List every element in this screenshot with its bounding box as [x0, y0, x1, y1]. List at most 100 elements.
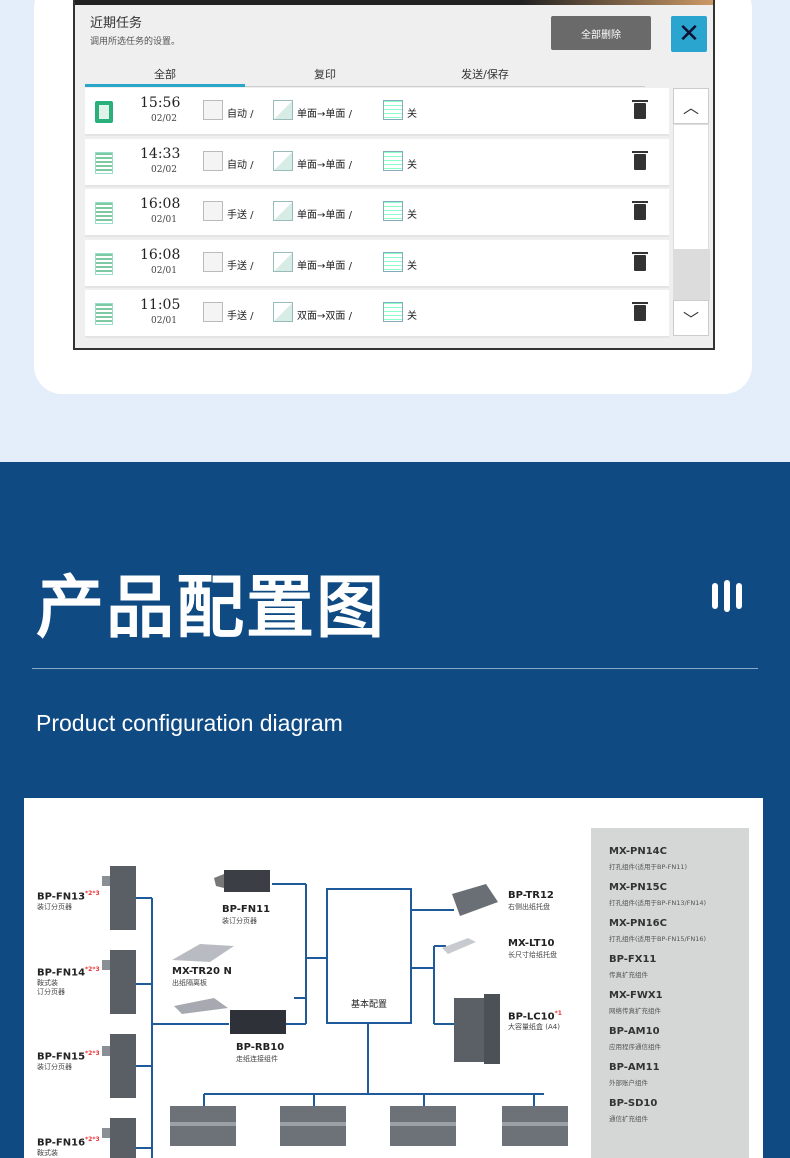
option-name: MX-PN14C	[609, 846, 667, 857]
label-bp-rb10: BP-RB10	[236, 1042, 285, 1053]
section-divider	[32, 668, 758, 669]
options-panel: MX-PN14C 打孔组件(适用于BP-FN11) MX-PN15C 打孔组件(…	[591, 828, 749, 1158]
delete-all-button[interactable]: 全部删除	[551, 16, 651, 50]
sort-icon	[383, 251, 403, 272]
trash-icon[interactable]	[632, 302, 648, 321]
option-desc: 打孔组件(适用于BP-FN15/FN16)	[609, 935, 707, 943]
job-type-copy-icon	[95, 303, 113, 325]
scroll-track[interactable]	[673, 124, 710, 301]
job-duplex-text: 单面→单面 /	[297, 210, 352, 221]
job-feed-text: 手送 /	[227, 311, 254, 322]
label-bp-fn13: BP-FN13*2*3	[37, 890, 100, 903]
sort-icon	[383, 302, 403, 322]
close-icon: ✕	[678, 19, 700, 49]
trash-icon[interactable]	[632, 251, 648, 271]
desc-bp-fn14: 鞍式装	[37, 979, 58, 987]
sort-icon	[383, 201, 403, 221]
desc-mx-lt10: 长尺寸给纸托盘	[508, 951, 557, 959]
job-sort-text: 关	[407, 260, 417, 272]
job-type-active-icon	[95, 101, 113, 123]
label-mx-tr20n: MX-TR20 N	[172, 966, 232, 977]
job-row[interactable]: 15:56 02/02 自动 / 单面→单面 / 关	[85, 88, 669, 136]
scrollbar[interactable]: ︿ ﹀	[673, 88, 710, 336]
label-bp-fn15: BP-FN15*2*3	[37, 1050, 100, 1063]
duplex-icon	[273, 201, 293, 221]
label-bp-fn11: BP-FN11	[222, 904, 271, 915]
tab-divider	[85, 86, 645, 87]
job-time: 16:08	[140, 196, 181, 212]
desc-bp-rb10: 走纸连接组件	[236, 1055, 278, 1063]
job-date: 02/01	[151, 265, 177, 276]
dialog-title: 近期任务	[90, 16, 143, 31]
recent-jobs-dialog: 近期任务 调用所选任务的设置。 全部删除 ✕ 全部 复印 发送/保存 15:56…	[73, 0, 715, 350]
job-type-copy-icon	[95, 151, 113, 174]
tab-copy[interactable]: 复印	[314, 68, 336, 81]
job-date: 02/02	[151, 114, 177, 124]
sort-icon	[383, 100, 403, 120]
option-desc: 传真扩充组件	[609, 971, 648, 979]
job-sort-text: 关	[407, 159, 417, 171]
option-desc: 打孔组件(适用于BP-FN11)	[609, 863, 688, 871]
job-sort-text: 关	[407, 109, 417, 120]
paper-feed-icon	[203, 251, 223, 272]
config-section: 产品配置图 Product configuration diagram	[0, 462, 790, 1158]
option-desc: 应用程序通信组件	[609, 1043, 661, 1051]
job-feed-text: 自动 /	[227, 109, 254, 120]
option-desc: 网络传真扩充组件	[609, 1007, 661, 1015]
option-name: MX-FWX1	[609, 990, 663, 1001]
job-duplex-text: 单面→单面 /	[297, 159, 352, 171]
scroll-up-button[interactable]: ︿	[673, 88, 709, 124]
paper-feed-icon	[203, 302, 223, 322]
option-name: BP-SD10	[609, 1098, 658, 1109]
section-title: 产品配置图	[36, 569, 387, 648]
scroll-down-button[interactable]: ﹀	[673, 300, 709, 336]
job-tabs: 全部 复印 发送/保存	[85, 64, 645, 88]
job-type-copy-icon	[95, 202, 113, 224]
paper-feed-icon	[203, 201, 223, 221]
configuration-diagram: 基本配置 BP-FN13*2*3 装订分页器 BP-FN14*2*3 鞍式装 订…	[24, 798, 763, 1158]
sort-icon	[383, 150, 403, 171]
label-mx-lt10: MX-LT10	[508, 938, 555, 949]
label-bp-fn14: BP-FN14*2*3	[37, 966, 100, 979]
desc-bp-fn11: 装订分页器	[222, 917, 257, 925]
desc-bp-fn15: 装订分页器	[37, 1063, 72, 1071]
trash-icon[interactable]	[632, 100, 648, 119]
trash-icon[interactable]	[632, 150, 648, 170]
bars-icon	[712, 580, 744, 612]
option-name: BP-AM10	[609, 1026, 660, 1037]
dialog-subtitle: 调用所选任务的设置。	[90, 37, 181, 47]
option-name: BP-AM11	[609, 1062, 660, 1073]
close-button[interactable]: ✕	[671, 16, 707, 52]
job-date: 02/01	[151, 316, 177, 326]
section-subtitle: Product configuration diagram	[36, 710, 343, 736]
desc-mx-tr20n: 出纸隔离板	[172, 979, 207, 987]
desc-bp-lc10: 大容量纸盒 (A4)	[508, 1023, 560, 1031]
job-feed-text: 手送 /	[227, 210, 254, 221]
option-name: BP-FX11	[609, 954, 657, 965]
tab-all[interactable]: 全部	[154, 68, 176, 81]
duplex-icon	[273, 150, 293, 171]
job-duplex-text: 单面→单面 /	[297, 109, 352, 120]
base-config-box: 基本配置	[326, 888, 412, 1024]
tab-send-save[interactable]: 发送/保存	[461, 68, 509, 81]
job-date: 02/01	[151, 215, 177, 225]
job-time: 15:56	[140, 95, 181, 111]
job-row[interactable]: 16:08 02/01 手送 / 单面→单面 / 关	[85, 189, 669, 237]
option-name: MX-PN16C	[609, 918, 667, 929]
trash-icon[interactable]	[632, 201, 648, 220]
job-date: 02/02	[151, 164, 177, 175]
job-sort-text: 关	[407, 210, 417, 221]
option-desc: 外部账户组件	[609, 1079, 648, 1087]
job-sort-text: 关	[407, 311, 417, 322]
job-feed-text: 自动 /	[227, 159, 254, 171]
desc-bp-fn13: 装订分页器	[37, 903, 72, 911]
paper-feed-icon	[203, 100, 223, 120]
active-tab-underline	[85, 84, 245, 87]
desc-bp-tr12: 右侧出纸托盘	[508, 903, 550, 911]
chevron-down-icon: ﹀	[682, 310, 699, 329]
label-bp-fn16: BP-FN16*2*3	[37, 1136, 100, 1149]
scroll-thumb[interactable]	[674, 249, 710, 301]
